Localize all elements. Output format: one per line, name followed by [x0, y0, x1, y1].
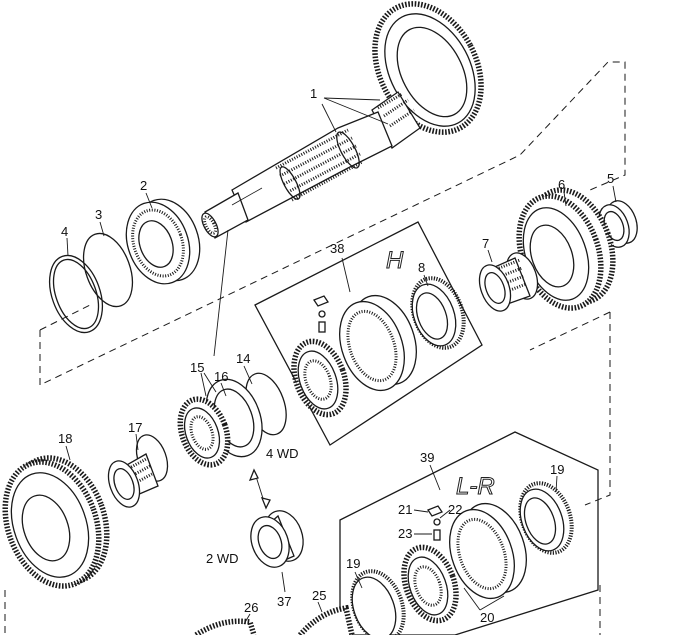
callout-2: 2 [140, 178, 147, 193]
gear-26-partial [194, 618, 257, 635]
shift-sleeve-20 [449, 502, 527, 600]
gear-25-partial [297, 604, 355, 635]
callout-3: 3 [95, 207, 102, 222]
callout-7: 7 [482, 236, 489, 251]
needle-bearing-7 [478, 252, 539, 312]
callout-19-left: 19 [346, 556, 360, 571]
annotation-4wd: 4 WD [266, 446, 299, 461]
callout-8: 8 [418, 260, 425, 275]
clutch-hub-39 [401, 544, 459, 624]
callout-38: 38 [330, 241, 344, 256]
group-39-frame [339, 431, 599, 635]
synchronizer-ring-8 [410, 276, 466, 350]
callout-16: 16 [214, 369, 228, 384]
callouts: 1 2 3 4 5 6 7 8 38 15 16 14 17 18 39 19 … [58, 86, 614, 625]
callout-4: 4 [61, 224, 68, 239]
group-label-low-reverse: L-R [456, 473, 495, 500]
shift-sleeve-38 [339, 294, 417, 392]
key-spring-ball-21-22-23 [427, 505, 443, 541]
gear-15-16 [177, 378, 263, 468]
gear-18 [2, 455, 110, 589]
collar-37 [250, 510, 304, 568]
callout-39: 39 [420, 450, 434, 465]
leader-lines [65, 97, 617, 625]
group-label-high: H [386, 247, 404, 274]
needle-bearing-17 [107, 434, 169, 508]
key-spring-ball-38 [313, 295, 329, 333]
callout-22: 22 [448, 502, 462, 517]
callout-23: 23 [398, 526, 412, 541]
dashed-assembly-frame-middle [4, 311, 611, 635]
dashed-assembly-frame-upper [39, 61, 626, 386]
gear-6 [516, 187, 616, 311]
callout-5: 5 [607, 171, 614, 186]
callout-20: 20 [480, 610, 494, 625]
pinion-shaft-with-ring-gear [201, 1, 484, 239]
snap-ring-3 [82, 232, 134, 308]
synchronizer-ring-19-right [518, 481, 574, 555]
bearing-2 [125, 198, 201, 285]
callout-1: 1 [310, 86, 317, 101]
callout-25: 25 [312, 588, 326, 603]
callout-21: 21 [398, 502, 412, 517]
callout-37: 37 [277, 594, 291, 609]
callout-17: 17 [128, 420, 142, 435]
callout-19-right: 19 [550, 462, 564, 477]
synchronizer-ring-19-left [350, 569, 406, 635]
callout-15: 15 [190, 360, 204, 375]
callout-14: 14 [236, 351, 250, 366]
clutch-hub-38 [291, 338, 349, 418]
annotation-2wd: 2 WD [206, 551, 239, 566]
callout-18: 18 [58, 431, 72, 446]
callout-26: 26 [244, 600, 258, 615]
callout-6: 6 [558, 177, 565, 192]
retaining-ring-4 [48, 254, 104, 334]
